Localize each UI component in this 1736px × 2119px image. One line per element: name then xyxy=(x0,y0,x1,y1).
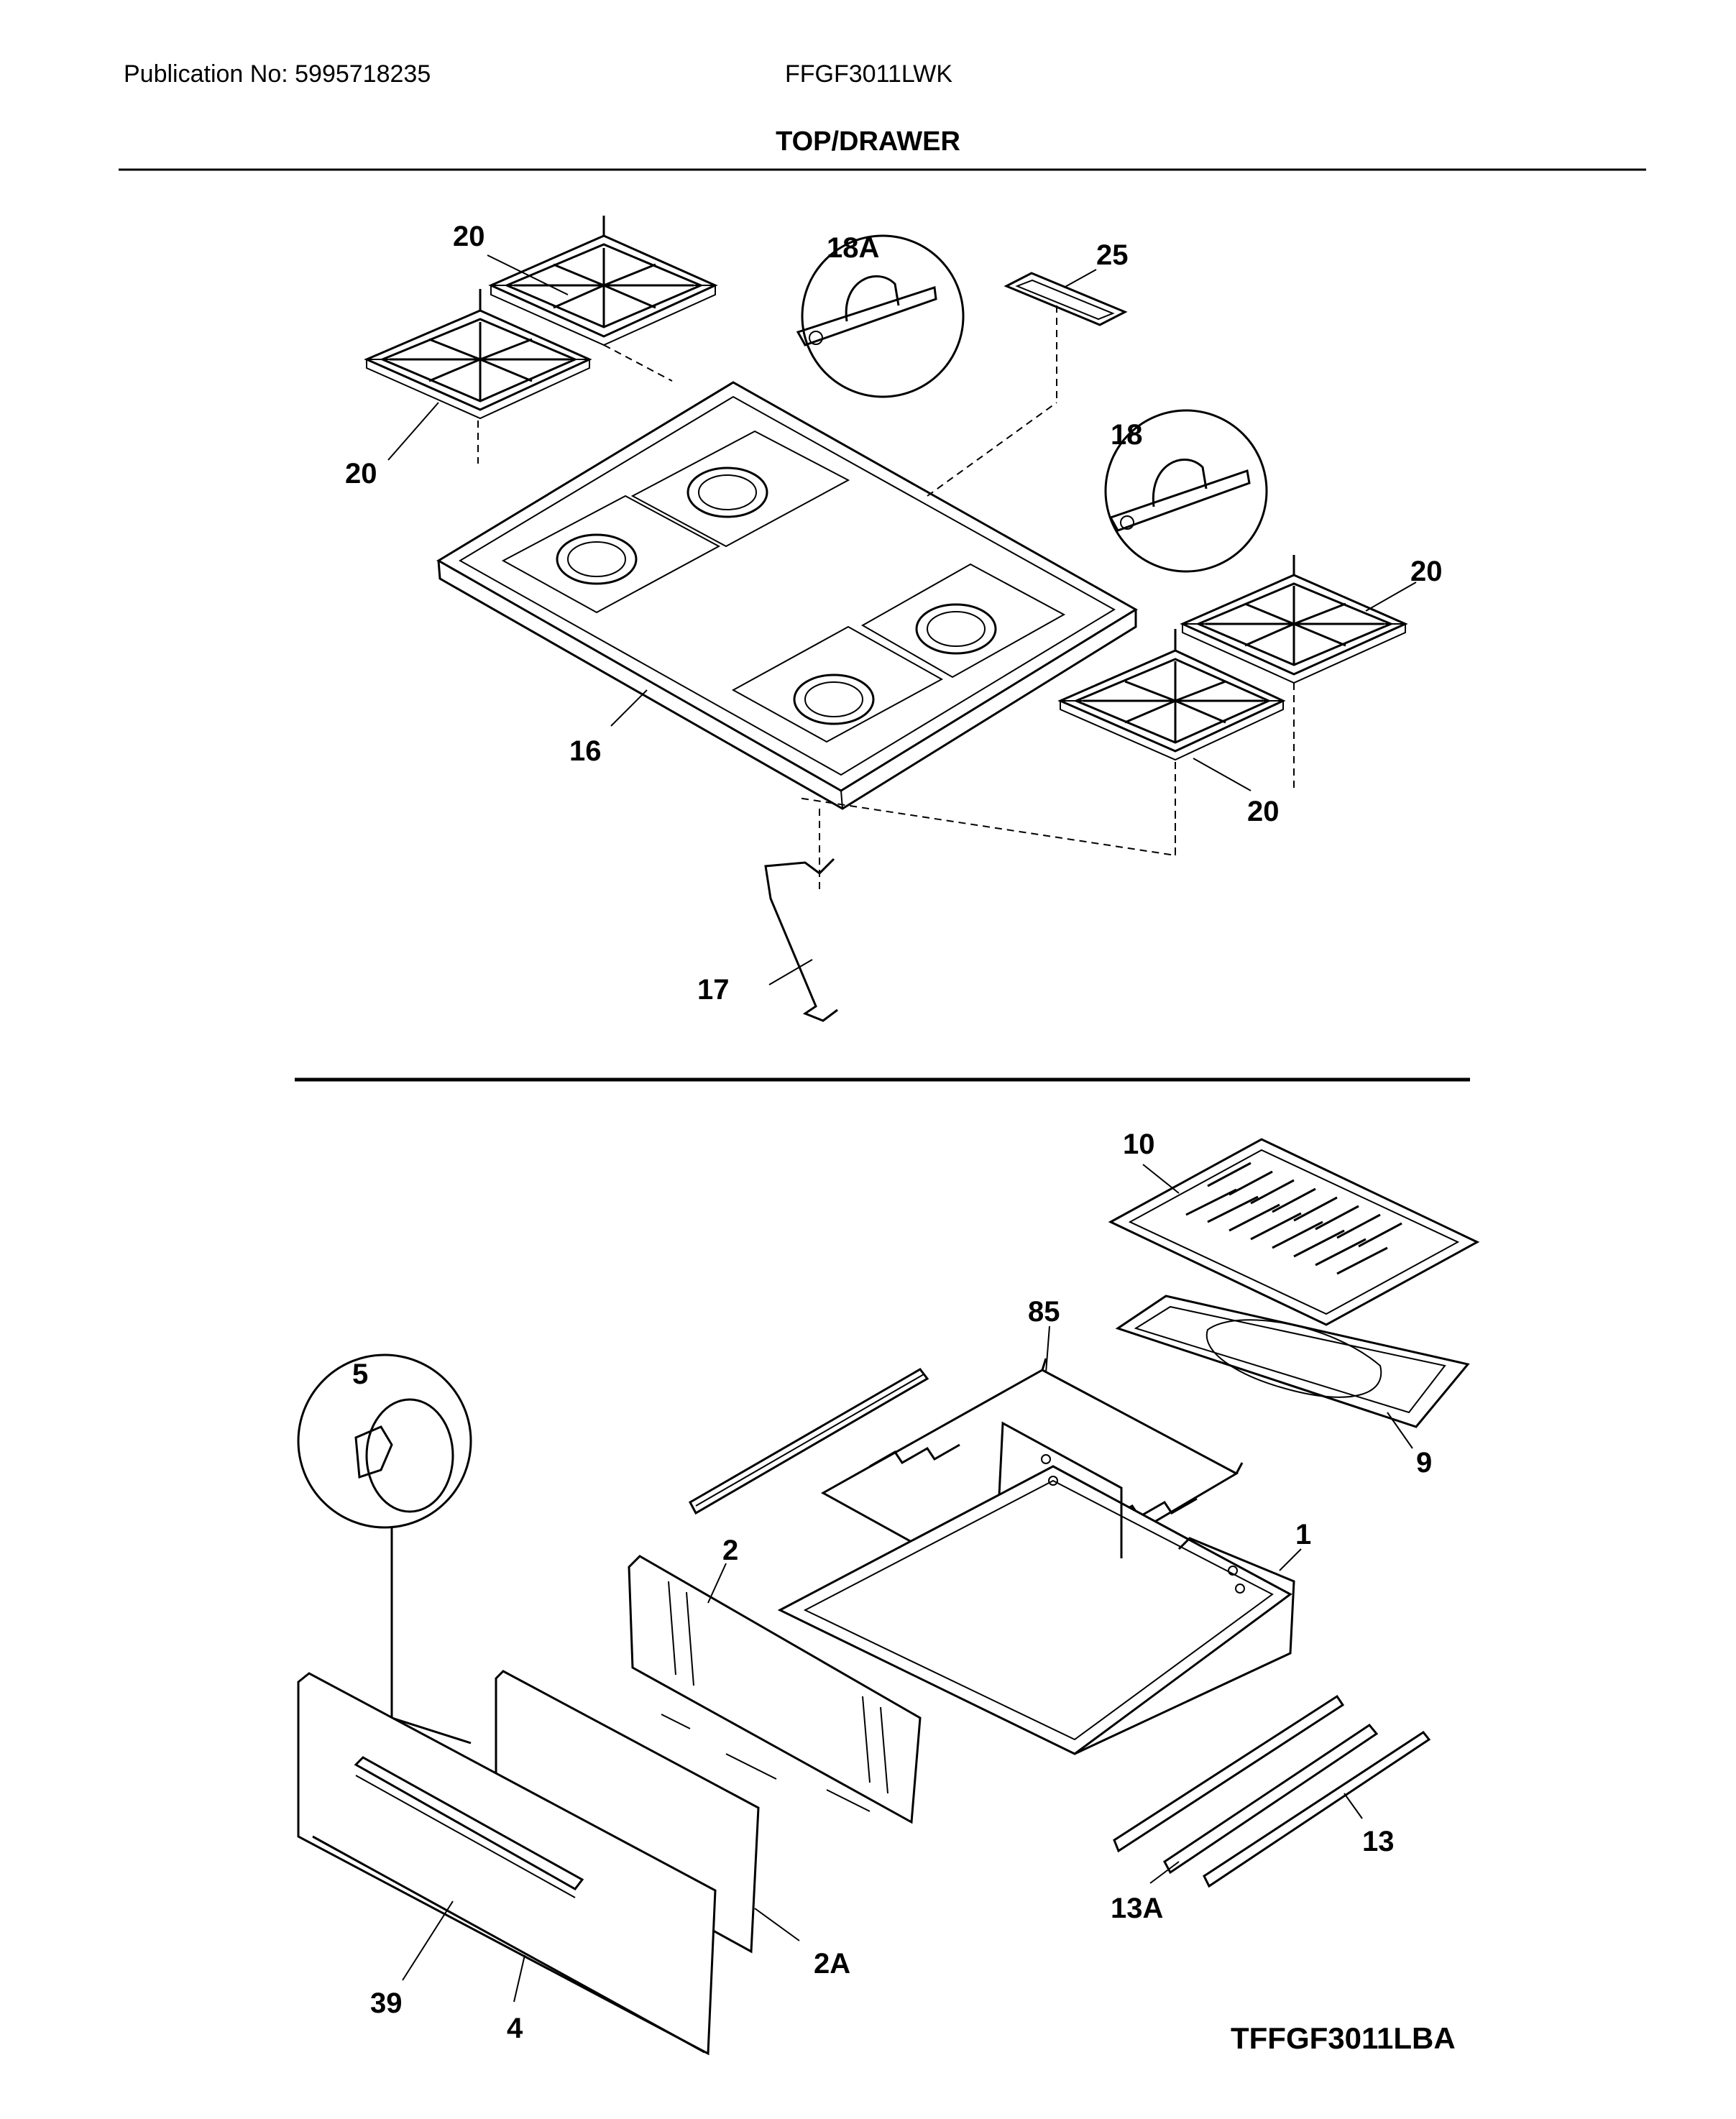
broiler-insert-10 xyxy=(1108,1138,1480,1326)
drawing-code: TFFGF3011LBA xyxy=(1231,2021,1456,2055)
publication-number: Publication No: 5995718235 xyxy=(124,60,431,88)
drawer-rail-upper xyxy=(688,1368,929,1515)
callout-slide-13: 13 xyxy=(1362,1826,1395,1857)
section-title: TOP/DRAWER xyxy=(776,127,960,157)
bracket-18a-detail xyxy=(796,234,965,398)
drawer-front-4 xyxy=(297,1672,717,2056)
callout-bracket-18a: 18A xyxy=(827,232,879,264)
callout-slide-13a: 13A xyxy=(1111,1893,1163,1924)
callout-front-4: 4 xyxy=(507,2013,523,2044)
callout-grate-bottom-right: 20 xyxy=(1247,796,1280,827)
callout-handle-39: 39 xyxy=(370,1987,403,2019)
callout-grate-top-left: 20 xyxy=(453,221,485,252)
rod-17 xyxy=(764,858,838,1022)
callout-knob-5: 5 xyxy=(352,1359,368,1390)
callout-cooktop-16: 16 xyxy=(569,735,602,767)
callout-drawer-2: 2 xyxy=(722,1535,738,1566)
bracket-18-detail xyxy=(1104,409,1268,573)
callout-panel-2a: 2A xyxy=(814,1948,850,1980)
leader-lines xyxy=(387,254,1417,2003)
callout-grate-mid-right: 20 xyxy=(1410,556,1443,587)
callout-broiler-insert-10: 10 xyxy=(1123,1129,1155,1160)
callout-part-25: 25 xyxy=(1096,239,1129,271)
drawer-back-panel-2 xyxy=(628,1555,922,1824)
drawer-slides-13 xyxy=(1113,1694,1431,1888)
model-number: FFGF3011LWK xyxy=(785,60,953,88)
burner-grate-right-back xyxy=(1180,555,1408,684)
burner-grate-right-front xyxy=(1057,629,1286,761)
burner-grate-middle-left xyxy=(364,289,592,420)
callout-bracket-18: 18 xyxy=(1111,419,1143,451)
callout-drawer-1: 1 xyxy=(1295,1519,1311,1550)
burner-grate-top-left xyxy=(488,216,718,346)
broiler-pan-9 xyxy=(1115,1295,1470,1428)
cooktop-16 xyxy=(436,381,1138,891)
callout-grate-middle-left: 20 xyxy=(345,458,377,489)
callout-rod-17: 17 xyxy=(697,974,730,1006)
drawer-handle-39 xyxy=(354,1756,584,1898)
drawer-1 xyxy=(777,1421,1295,1755)
callout-broiler-pan-9: 9 xyxy=(1416,1447,1432,1479)
part-25 xyxy=(1004,272,1128,399)
callout-rack-85: 85 xyxy=(1028,1296,1060,1328)
